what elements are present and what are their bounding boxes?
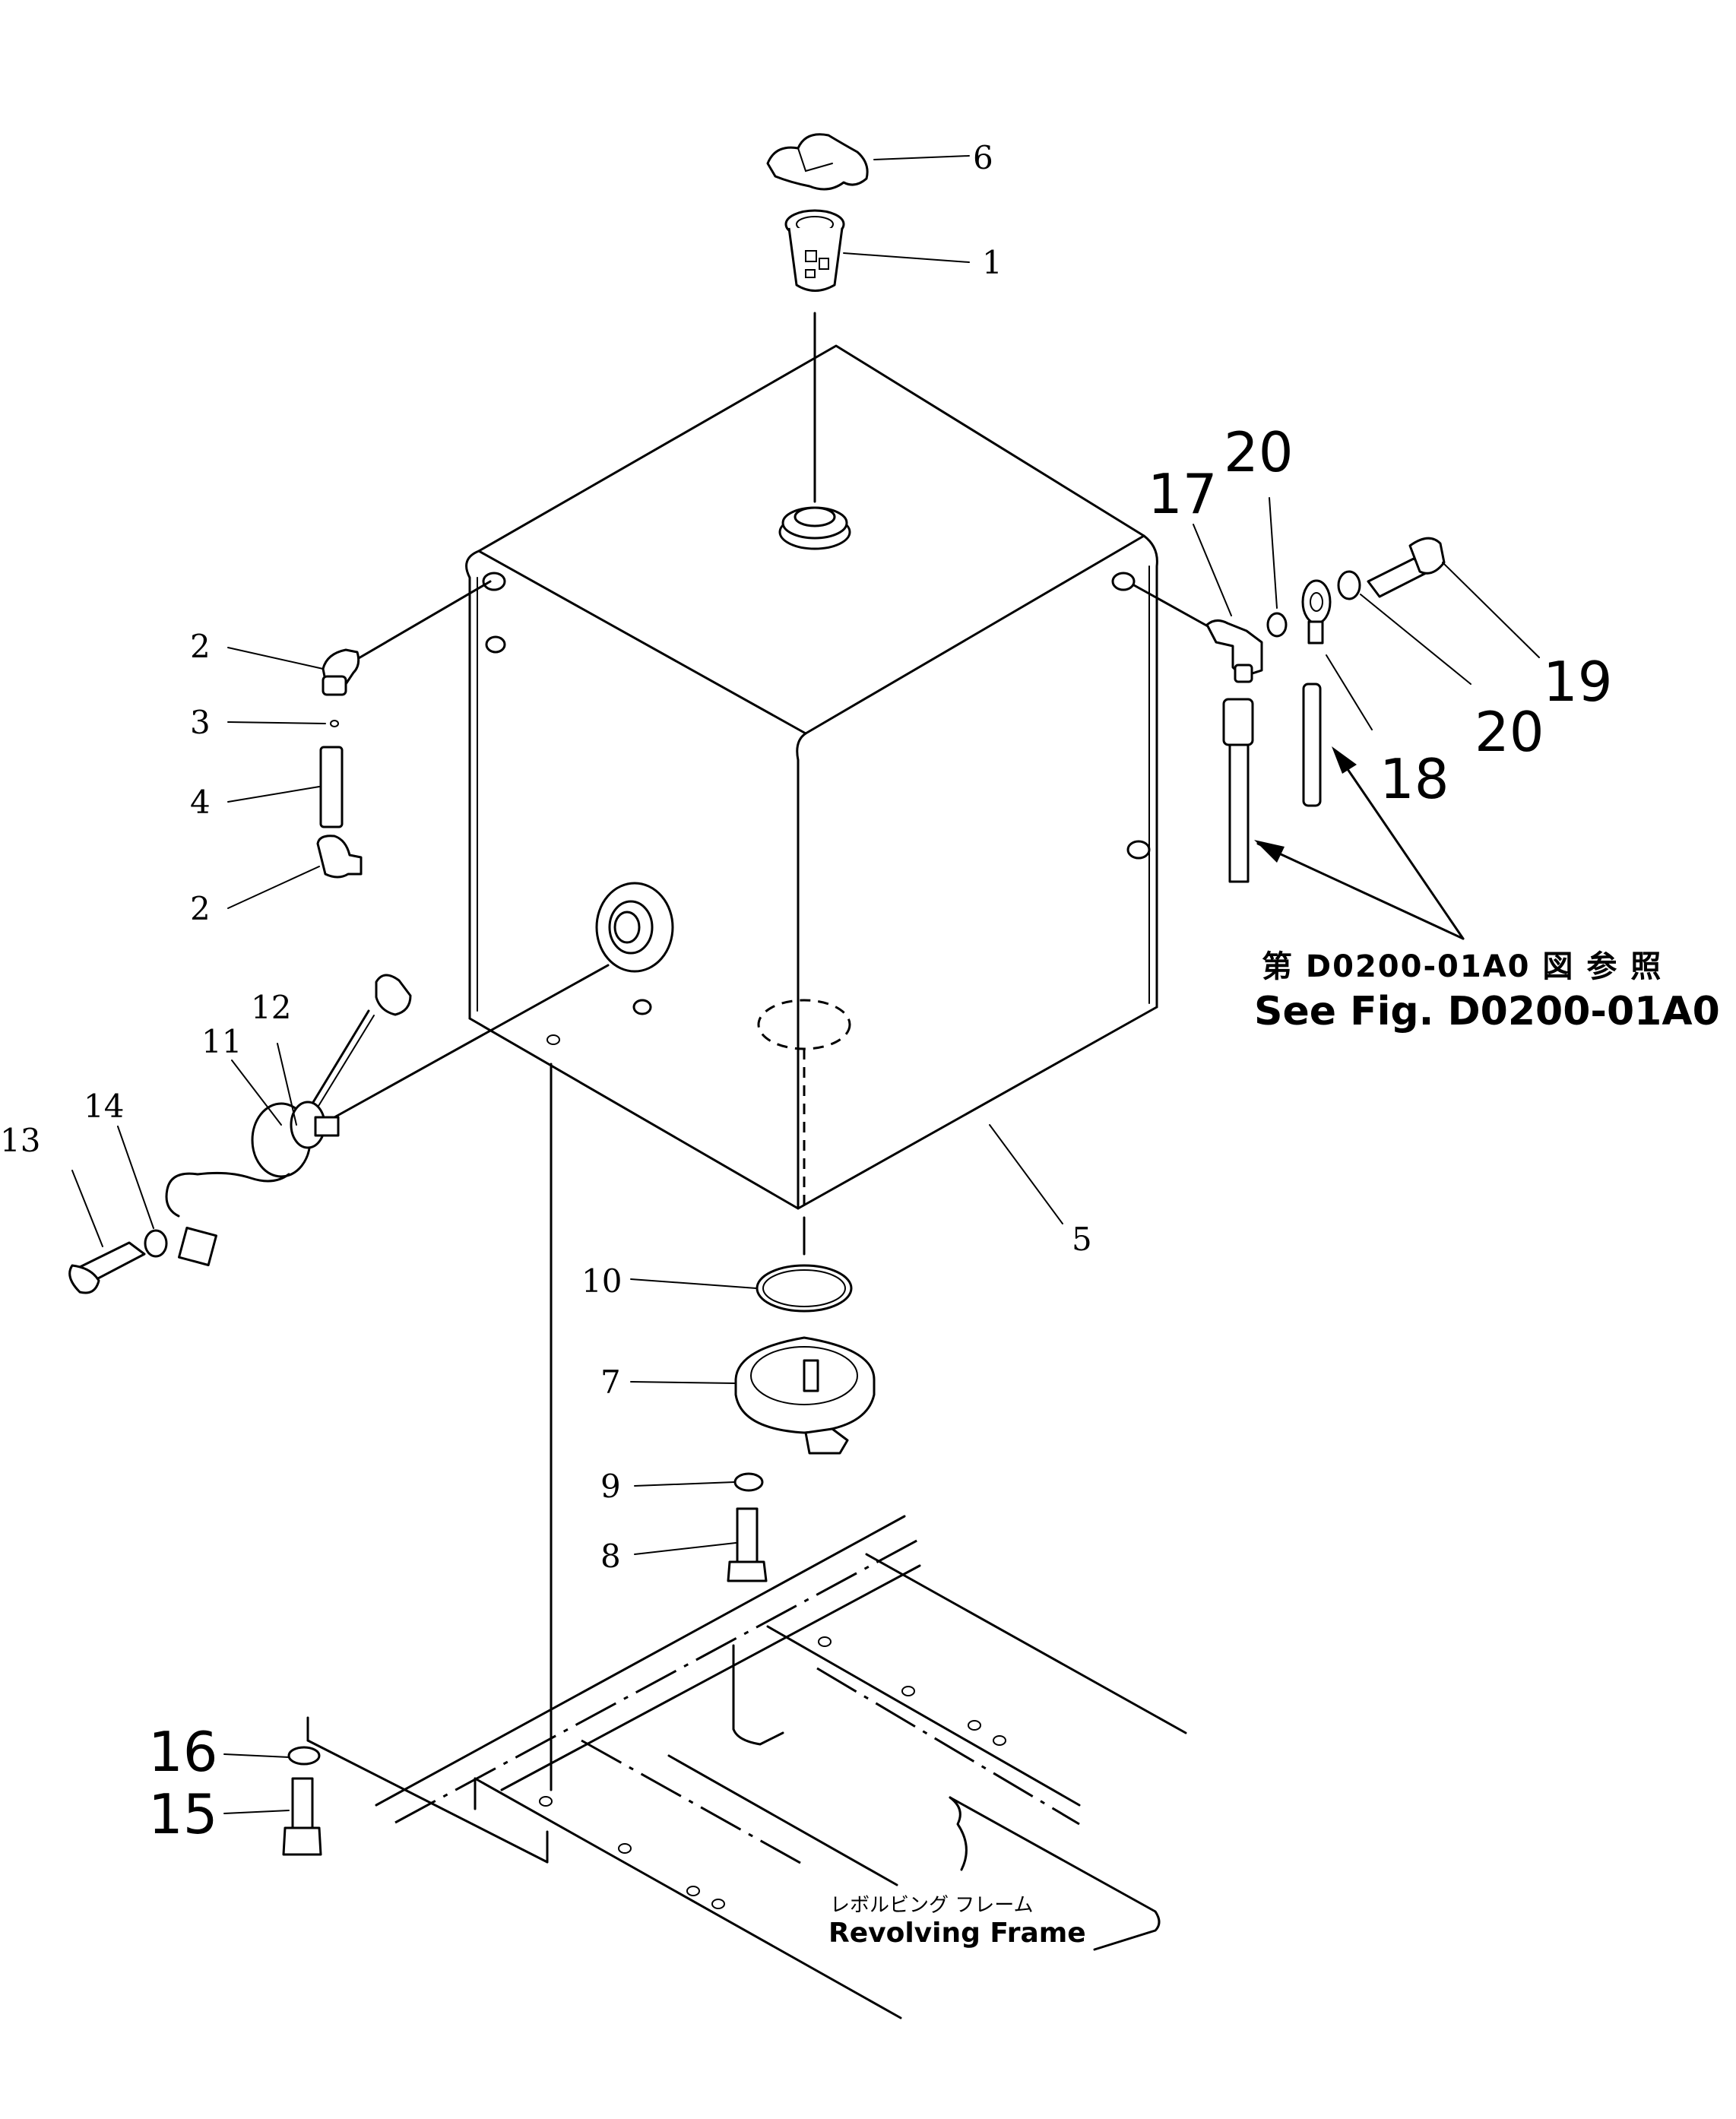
frame-label-en: Revolving Frame [828, 1918, 1086, 1949]
callout-1: 1 [982, 244, 1003, 281]
callout-20-lower: 20 [1475, 700, 1544, 764]
callout-2-upper: 2 [190, 628, 211, 665]
callout-5: 5 [1072, 1221, 1092, 1258]
leader-lines [71, 155, 1540, 1814]
callout-15: 15 [148, 1782, 218, 1846]
callout-16: 16 [148, 1720, 218, 1784]
callout-10: 10 [581, 1262, 622, 1300]
callouts: 1 6 2 3 4 2 5 10 7 9 8 11 12 13 14 16 15… [0, 139, 1613, 1846]
frame-label: レボルビング フレーム Revolving Frame [828, 1894, 1086, 1949]
callout-6: 6 [973, 139, 993, 176]
callout-8: 8 [600, 1538, 621, 1575]
parts-2-3-4-sight-tube [316, 580, 492, 879]
callout-14: 14 [84, 1088, 124, 1125]
callout-11: 11 [201, 1023, 242, 1060]
filler-neck [778, 506, 851, 550]
callout-3: 3 [190, 704, 211, 741]
parts-7-10-bottom-cover [727, 1264, 876, 1582]
callout-13: 13 [0, 1122, 40, 1159]
parts-11-14-level-gauge [68, 964, 610, 1294]
callout-20-upper: 20 [1224, 420, 1294, 484]
hydraulic-tank [465, 344, 1158, 1210]
gauge-flange [595, 882, 674, 973]
reference-en: See Fig. D0200-01A0 [1254, 989, 1720, 1034]
callout-17: 17 [1148, 462, 1218, 526]
callout-9: 9 [600, 1468, 621, 1505]
revolving-frame [282, 1063, 1187, 2019]
figure-reference: 第 D0200-01A0 図 参 照 See Fig. D0200-01A0 [1254, 949, 1720, 1034]
parts-17-20-fittings [1133, 537, 1465, 940]
callout-7: 7 [600, 1364, 621, 1401]
part-6-cap [766, 133, 869, 191]
callout-18: 18 [1380, 747, 1449, 811]
callout-2-lower: 2 [190, 890, 211, 927]
frame-label-jp: レボルビング フレーム [830, 1894, 1034, 1917]
callout-4: 4 [190, 784, 211, 821]
callout-12: 12 [251, 989, 291, 1026]
callout-19: 19 [1543, 650, 1613, 714]
part-1-strainer [784, 209, 845, 292]
reference-jp: 第 D0200-01A0 図 参 照 [1262, 949, 1662, 984]
